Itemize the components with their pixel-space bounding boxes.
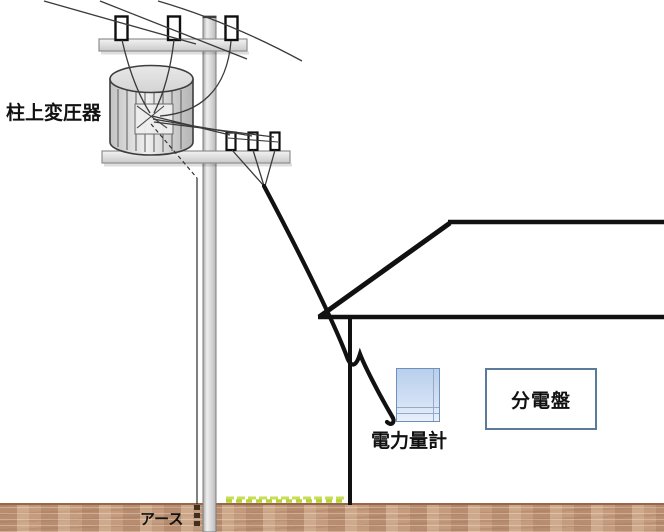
grass <box>226 496 346 503</box>
upper-crossarm <box>98 38 249 55</box>
roof-slope <box>317 220 452 320</box>
house <box>317 219 664 505</box>
earth-wire <box>150 123 200 529</box>
insulators <box>114 15 281 152</box>
transformer-terminal-plate <box>134 103 174 135</box>
meter-label: 電力量計 <box>371 430 448 452</box>
transformer-terminal-x <box>136 105 168 129</box>
insulator-low-1 <box>225 131 237 152</box>
insulator-top-2 <box>166 15 182 42</box>
insulator-low-3 <box>269 131 281 152</box>
utility-pole <box>202 15 217 532</box>
distribution-board-box: 分電盤 <box>485 368 597 430</box>
electricity-meter-box <box>396 368 440 422</box>
meter-detail-vline <box>432 369 434 421</box>
ground <box>0 503 664 532</box>
power-lines <box>43 0 303 187</box>
meter-detail-band <box>397 407 439 414</box>
insulator-top-3 <box>224 15 239 42</box>
earth-label: アース <box>140 510 184 528</box>
pole-transformer <box>109 64 194 156</box>
transformer-label: 柱上変圧器 <box>6 102 102 124</box>
insulator-low-2 <box>247 131 259 152</box>
distribution-board-label: 分電盤 <box>510 389 571 412</box>
insulator-top-1 <box>114 15 129 42</box>
service-drop-cable <box>261 183 396 426</box>
transformer-fins <box>117 89 182 152</box>
lower-crossarm <box>101 150 292 167</box>
